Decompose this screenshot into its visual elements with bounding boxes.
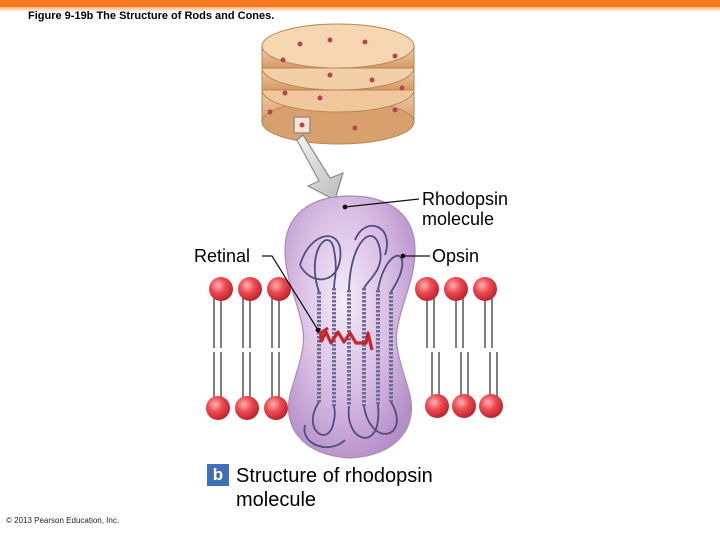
label-retinal: Retinal [194, 246, 251, 266]
leader-lines [262, 198, 430, 333]
panel-title: Structure of rhodopsin molecule [236, 465, 433, 511]
disc-stack [261, 23, 415, 145]
panel-badge: b [207, 464, 229, 486]
zoom-arrow [296, 134, 344, 201]
protein-loops [299, 224, 404, 449]
phospholipid-bilayer-right [415, 277, 503, 418]
label-opsin: Opsin [432, 246, 480, 266]
phospholipid-bilayer-left [206, 277, 291, 420]
figure-caption: Figure 9-19b The Structure of Rods and C… [28, 10, 275, 22]
retinal-chromophore [319, 330, 374, 351]
top-accent-bar [0, 0, 720, 12]
label-rhodopsin-molecule: Rhodopsin molecule [422, 189, 509, 229]
copyright-notice: © 2013 Pearson Education, Inc. [6, 516, 120, 525]
transmembrane-helices [317, 288, 393, 406]
